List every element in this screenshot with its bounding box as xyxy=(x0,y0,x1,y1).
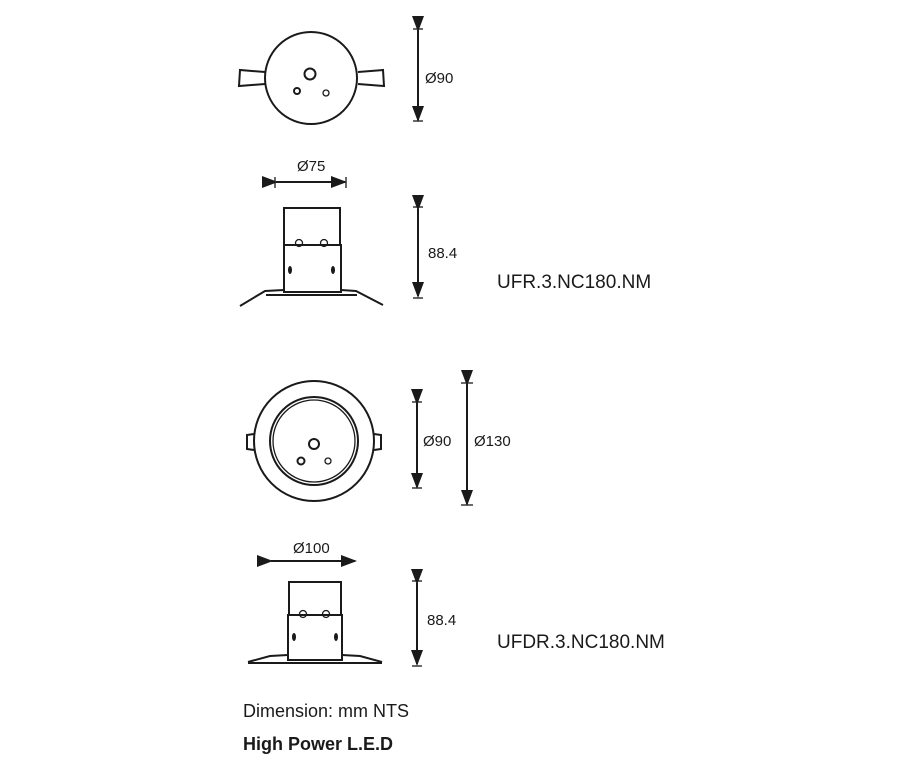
ufr-width-label: Ø75 xyxy=(297,158,325,175)
ufdr-height-label: 88.4 xyxy=(427,612,456,629)
ufr-side-width-dimension: Ø75 xyxy=(262,158,347,188)
left-tab xyxy=(237,68,266,88)
right-tab xyxy=(357,68,386,88)
ufdr-top-view xyxy=(246,380,382,502)
ufr-side-view xyxy=(239,207,384,307)
ufr-top-dimension: Ø90 xyxy=(412,16,453,122)
ufr-model-name: UFR.3.NC180.NM xyxy=(497,272,651,293)
ufdr-width-label: Ø100 xyxy=(293,540,330,557)
ufr-diameter-label: Ø90 xyxy=(425,70,453,87)
ufdr-top-dimensions: Ø90 Ø130 xyxy=(411,370,511,506)
ufdr-model-name: UFDR.3.NC180.NM xyxy=(497,632,665,653)
ufdr-side-view xyxy=(247,581,383,664)
dimension-note: Dimension: mm NTS xyxy=(243,701,410,721)
product-line: High Power L.E.D xyxy=(243,734,394,754)
body-circle xyxy=(264,31,358,125)
ufdr-side-width-dimension: Ø100 xyxy=(257,540,357,567)
ufdr-inner-diameter-label: Ø90 xyxy=(423,433,451,450)
ufr-height-label: 88.4 xyxy=(428,245,457,262)
ufr-side-height-dimension: 88.4 xyxy=(412,195,457,299)
ufdr-side-height-dimension: 88.4 xyxy=(411,569,456,667)
ufdr-outer-diameter-label: Ø130 xyxy=(474,433,511,450)
ufr-top-view xyxy=(237,31,386,125)
